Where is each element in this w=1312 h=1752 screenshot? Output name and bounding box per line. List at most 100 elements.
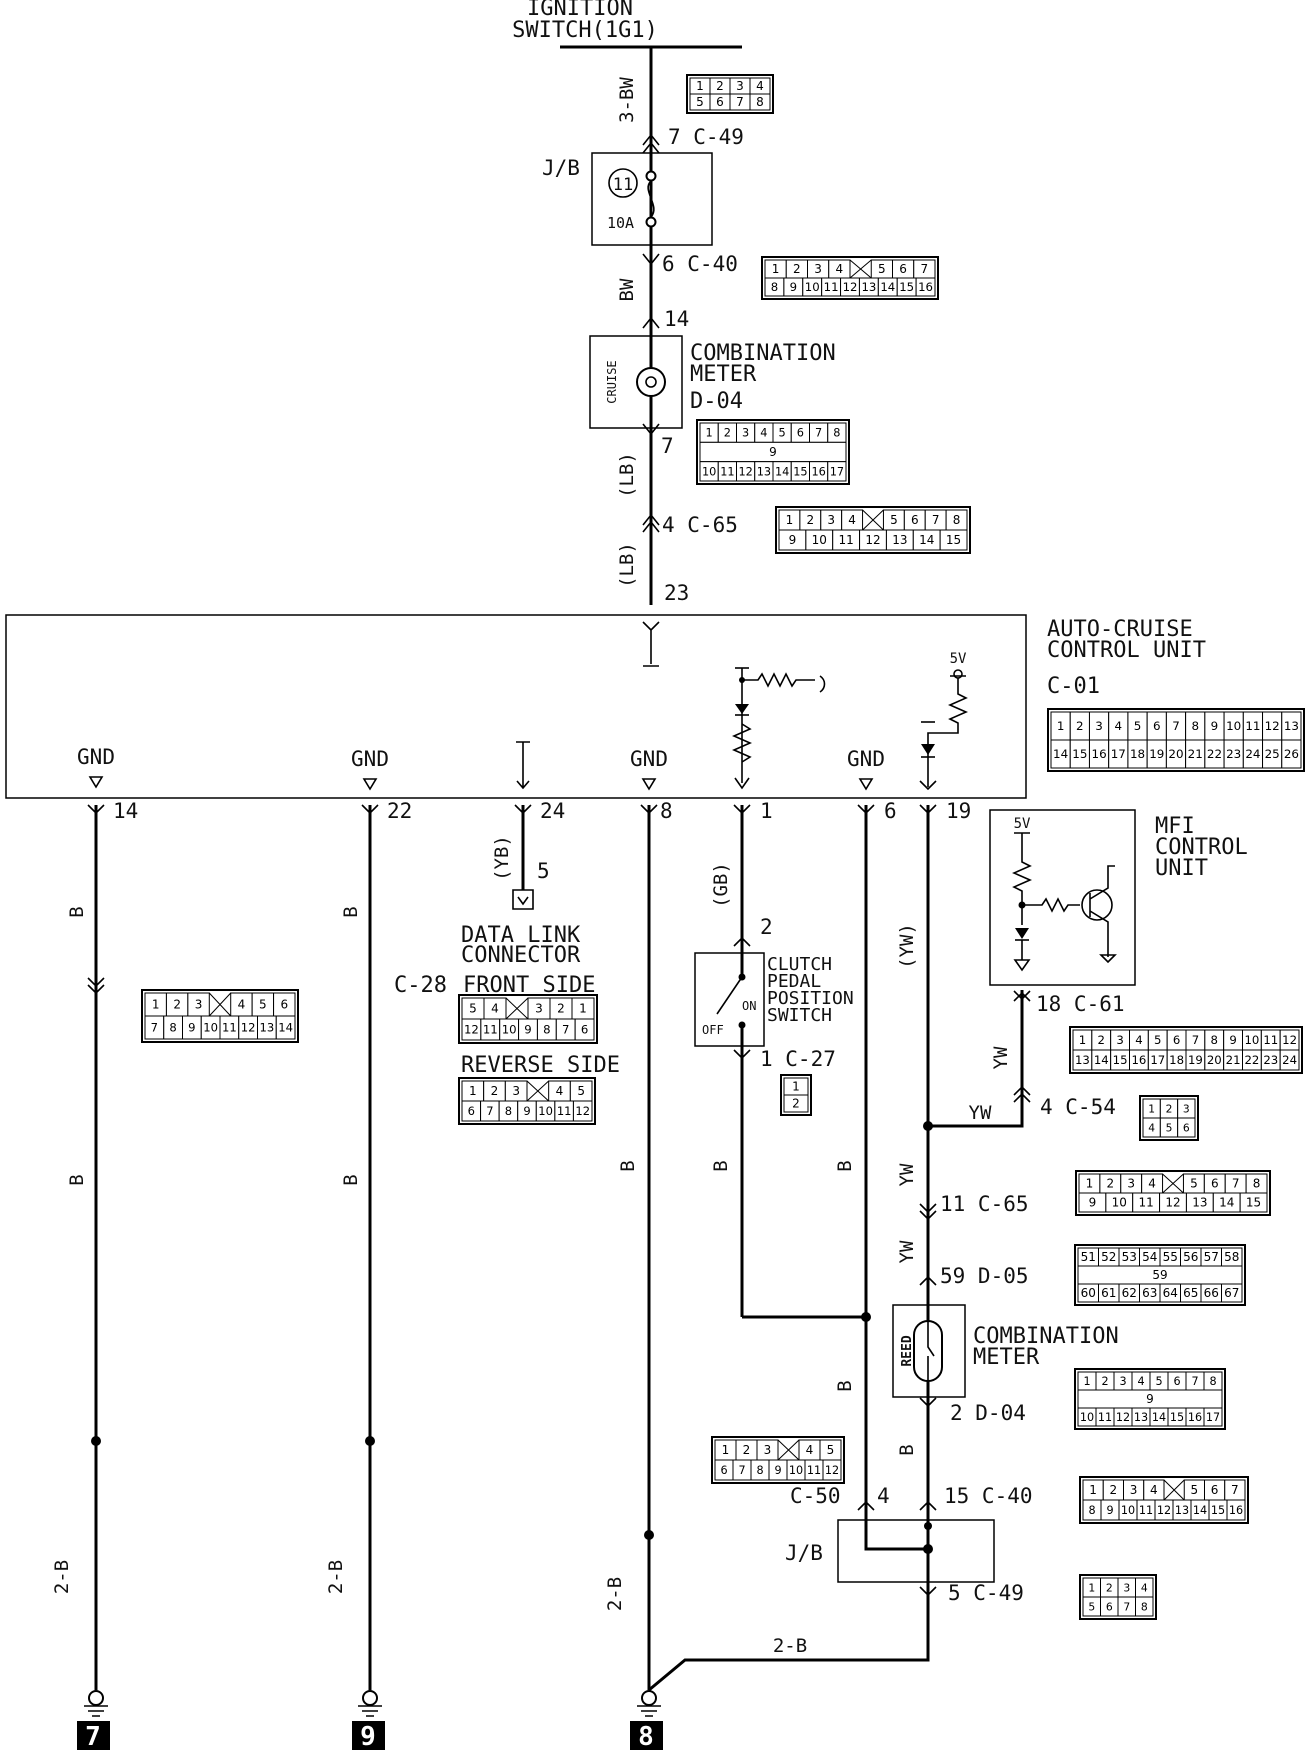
wire-color-b: B	[710, 1160, 732, 1171]
connector-pin-number: 65	[1183, 1286, 1198, 1300]
connector-pin-number: 8	[169, 1021, 176, 1035]
wire-color-b: B	[617, 1160, 639, 1171]
connector-mark	[1013, 990, 1031, 1001]
connector-pin-number: 11	[720, 465, 734, 478]
clutch-label-4: SWITCH	[767, 1005, 832, 1026]
connector-pin-number: 1	[1148, 1103, 1155, 1116]
combination-meter-2-label-2: METER	[973, 1345, 1040, 1370]
connector-pin-number: 10	[789, 1464, 803, 1477]
connector-pin-number: 6	[720, 1464, 727, 1477]
connector-pin-number: 8	[1191, 719, 1199, 733]
connector-pin-number: 66	[1204, 1286, 1219, 1300]
connector-pin-number: 6	[1173, 1375, 1180, 1388]
connector-pin-number: 11	[1139, 1504, 1153, 1517]
connector-pin-number: 8	[1141, 1601, 1148, 1614]
cruise-label: CRUISE	[605, 360, 619, 403]
wire-color-bw: BW	[616, 278, 638, 301]
connector-pin-number: 3	[764, 1443, 772, 1457]
connector-pin-number: 7	[1231, 1483, 1239, 1497]
gnd-label: GND	[351, 747, 389, 771]
connector-pin-number: 10	[702, 465, 716, 478]
connector-pin-number: 9	[524, 1023, 531, 1037]
connector-pin-number: 15	[1246, 1196, 1261, 1210]
connector-pin-number: 4	[806, 1443, 814, 1457]
pin-c40-bottom: 15 C-40	[944, 1484, 1033, 1508]
connector-pin-number: 64	[1163, 1286, 1178, 1300]
connector-pin-number: 18	[1130, 747, 1145, 761]
pin-7-top: 7	[661, 434, 674, 458]
mfi-label-3: UNIT	[1155, 856, 1208, 881]
connector-pin-number: 11	[824, 280, 839, 294]
switch-blade	[716, 976, 743, 1015]
pin-c27: 1 C-27	[760, 1047, 836, 1071]
connector-pin-number: 9	[790, 280, 797, 294]
jb-label: J/B	[542, 156, 580, 180]
junction-block-bottom	[837, 1519, 995, 1583]
connector-pin-number: 4	[1150, 1483, 1158, 1497]
acu-internal-23	[642, 621, 660, 667]
pin-23: 23	[664, 581, 689, 605]
connector-pin-number: 1	[1088, 1582, 1095, 1595]
connector-pin-number: 2	[1098, 1033, 1105, 1047]
connector-pin-number: 4	[1148, 1177, 1156, 1191]
fuse-rating: 10A	[607, 214, 634, 232]
connector-pin-number: 56	[1183, 1250, 1198, 1264]
combination-meter-2-label-1: COMBINATION	[973, 1324, 1119, 1349]
connector-pin-number: 7	[932, 513, 940, 527]
connector-pin-number: 8	[771, 280, 778, 294]
connector-pin-number: 8	[1209, 1375, 1216, 1388]
connector-pin-number: 7	[1123, 1601, 1130, 1614]
mfi-control-unit	[989, 809, 1136, 986]
acu-internal-19: 5V	[919, 651, 968, 791]
ground-number-badges: 7 9 8	[77, 1721, 663, 1752]
connector-pin-number: 14	[278, 1021, 293, 1035]
ground-symbols	[84, 1690, 661, 1717]
acu-internal-1	[732, 667, 826, 790]
pin-c65-mid: 11 C-65	[940, 1192, 1029, 1216]
connector-pin-number: 10	[1080, 1411, 1094, 1424]
connector-pin-number: 4	[556, 1084, 564, 1098]
connector-pin-number: 12	[241, 1021, 256, 1035]
connector-pin-number: 1	[1086, 1177, 1094, 1191]
connector-pin-number: 17	[1206, 1411, 1220, 1424]
connector-mark	[642, 253, 660, 266]
connector-pin-number: 4	[1115, 719, 1123, 733]
clutch-label-3: POSITION	[767, 988, 854, 1009]
connector-pin-number: 7	[1191, 1375, 1198, 1388]
pin-1: 1	[760, 799, 773, 823]
connector-pin-number: 1	[579, 1002, 587, 1016]
connector-pin-number: 6	[797, 427, 804, 440]
connector-pin-number: 3	[195, 998, 203, 1012]
cruise-lamp	[636, 367, 666, 397]
wire-color-b: B	[896, 1444, 918, 1455]
pin-c54: 4 C-54	[1040, 1095, 1116, 1119]
connector-pin-number: 12	[1165, 1196, 1180, 1210]
connector-pin-number: 62	[1122, 1286, 1137, 1300]
connector-pin-number: 15	[1072, 747, 1087, 761]
ignition-switch-label-2: SWITCH(1G1)	[512, 18, 658, 43]
connector-pin-number: 21	[1226, 1053, 1241, 1067]
wire-color-b: B	[834, 1380, 856, 1391]
connector-pin-number: 6	[1211, 1177, 1219, 1191]
connector-pin-number: 2	[792, 1097, 800, 1111]
connector-pin-number: 1	[152, 998, 160, 1012]
lower-connector-marks	[87, 804, 1031, 1597]
connector-pin-number: 3	[535, 1002, 543, 1016]
clutch-label-1: CLUTCH	[767, 954, 832, 975]
connector-pin-number: 12	[1157, 1504, 1171, 1517]
mfi-internal-circuit: 5V	[1012, 816, 1117, 972]
clutch-pedal-position-switch	[694, 952, 765, 1047]
connector-pin-number: 2	[1076, 719, 1084, 733]
connector-pin-number: 3	[827, 513, 835, 527]
connector-pin-number: 13	[259, 1021, 274, 1035]
connector-pin-number: 14	[1193, 1504, 1207, 1517]
connector-pin-number: 3	[1127, 1177, 1135, 1191]
acu-gnd-pins: GND GND GND GND	[77, 745, 885, 791]
reverse-side-label: REVERSE SIDE	[461, 1053, 620, 1078]
mfi-label-1: MFI	[1155, 814, 1195, 839]
lower-wires	[91, 805, 1024, 1692]
connector-pin-number: 1	[1057, 719, 1065, 733]
